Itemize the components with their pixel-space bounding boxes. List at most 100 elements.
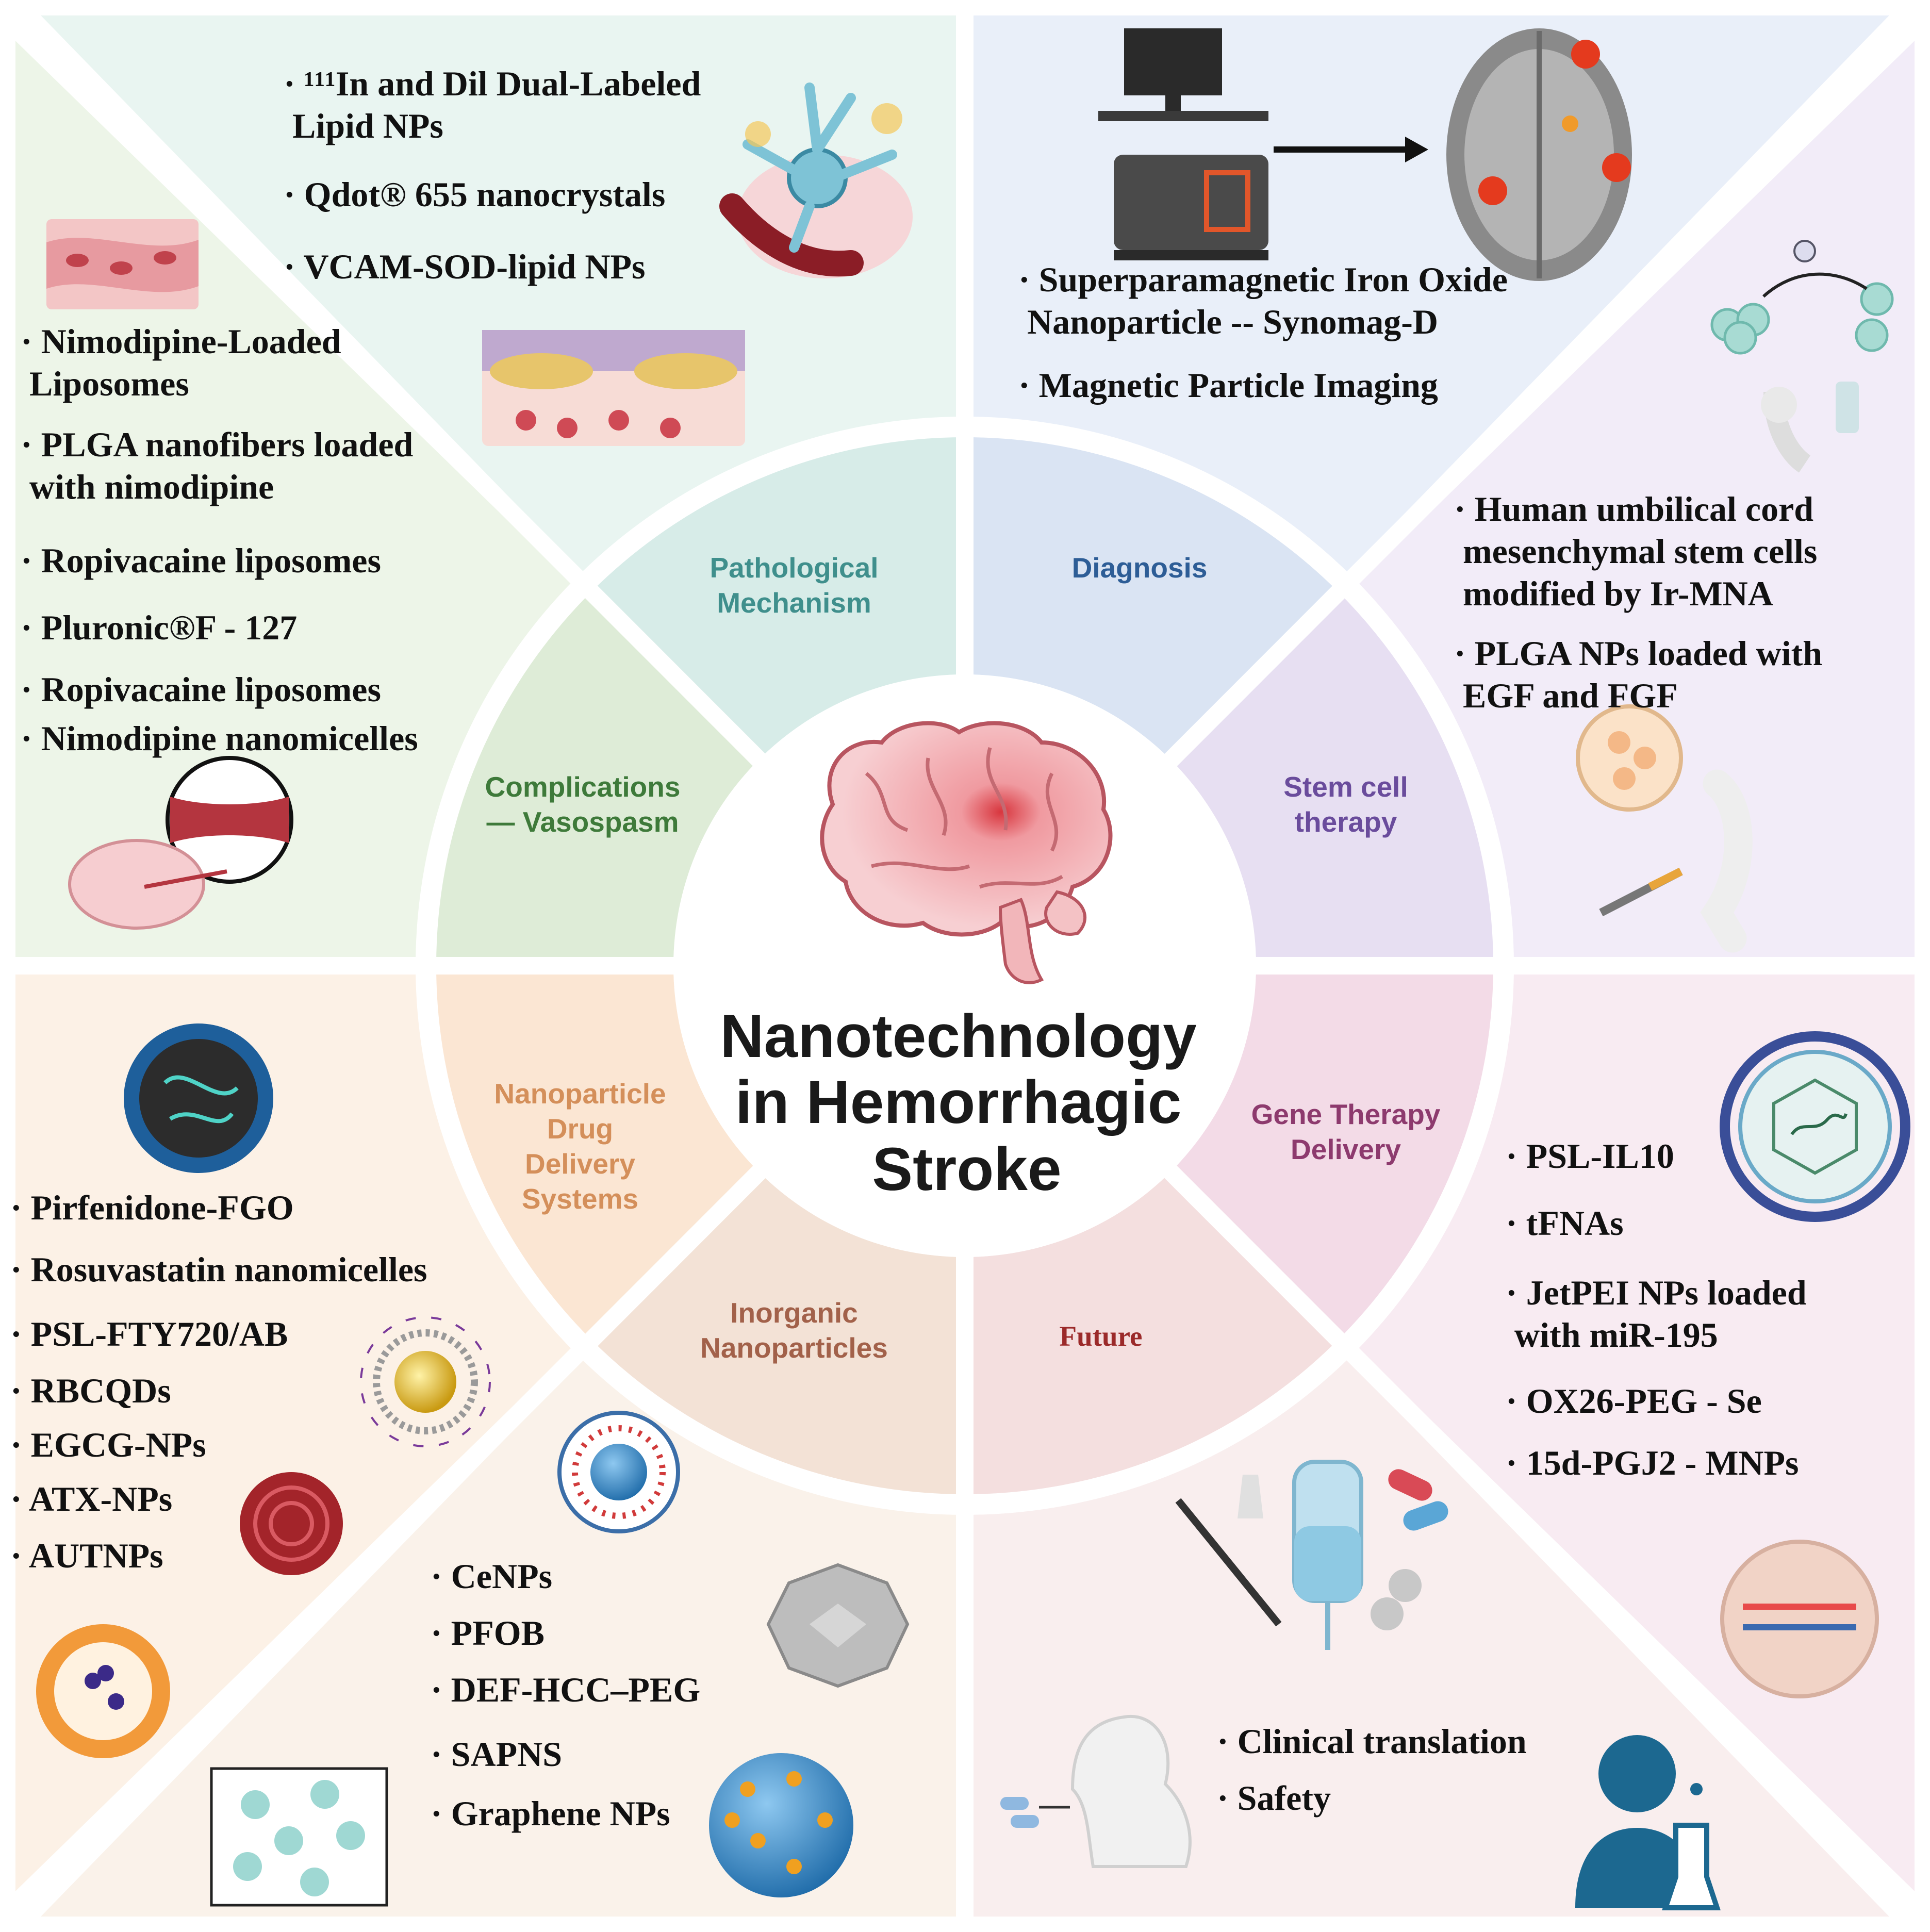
nano-drug-item: · RBCQDs [10,1371,171,1410]
pathological-item: · Qdot® 655 nanocrystals [284,175,665,214]
pathological-item: · VCAM-SOD-lipid NPs [284,247,645,286]
bullet-line: Liposomes [21,364,189,403]
bullet-line: · Magnetic Particle Imaging [1018,366,1438,405]
gene-item: · JetPEI NPs loaded with miR-195 [1506,1273,1807,1355]
inorganic-item: · DEF-HCC–PEG [431,1670,700,1709]
scientist-icon [1575,1735,1721,1910]
nano-drug-item: · AUTNPs [10,1536,163,1575]
nano-drug-item: · PSL-FTY720/AB [10,1314,288,1353]
complications-item: · PLGA nanofibers loaded with nimodipine [21,425,414,506]
virus-vector-icon [1720,1031,1910,1222]
bullet-line: · Graphene NPs [431,1794,670,1833]
bullet-line: · PSL-FTY720/AB [10,1314,288,1353]
bullet-line: mesenchymal stem cells [1454,532,1817,571]
bullet-line: with miR-195 [1506,1315,1718,1355]
blood-vessel-icon [46,219,199,309]
complications-item: · Pluronic®F - 127 [21,608,297,647]
stem-cell-injection-icon [1576,704,1753,953]
ring-label-line: Diagnosis [1072,552,1208,584]
title-line-3: Stroke [872,1135,1061,1203]
polyhedron-particle-icon [766,1563,910,1688]
bullet-line: Nanoparticle -- Synomag-D [1018,302,1438,341]
stem-item: · PLGA NPs loaded with EGF and FGF [1454,634,1822,715]
vasospasm-icon [68,756,293,930]
graphene-oxide-particle-icon [124,1023,273,1173]
ring-label-line: Drug [547,1113,613,1145]
bullet-line: · SAPNS [431,1735,562,1774]
inorganic-item: · CeNPs [431,1557,552,1596]
bullet-line: · ATX-NPs [10,1479,172,1518]
endothelium-icon [482,330,745,446]
bullet-line: · JetPEI NPs loaded [1506,1273,1807,1312]
inhaled-drug-person-icon [1000,1714,1192,1868]
bullet-line: · OX26-PEG - Se [1506,1381,1762,1421]
bullet-line: · Nimodipine-Loaded [21,322,341,361]
ring-label-line: Nanoparticle [494,1078,666,1110]
ring-outer-edge [416,417,1514,1515]
rbc-quantum-dot-icon [240,1472,343,1575]
bullet-line: · AUTNPs [10,1536,163,1575]
bullet-line: · ¹¹¹In and Dil Dual-Labeled [284,64,701,103]
ring-label-line: Gene Therapy [1251,1098,1441,1130]
gene-item: · OX26-PEG - Se [1506,1381,1762,1421]
future-item: · Clinical translation [1217,1722,1527,1761]
center-brain-icon [820,721,1113,984]
main-title: Nanotechnology in Hemorrhagic Stroke [720,1002,1213,1203]
bullet-line: · Safety [1217,1778,1331,1818]
ring-label-line: Complications [485,771,681,803]
nano-drug-item: · Rosuvastatin nanomicelles [10,1250,427,1289]
bullet-line: · Superparamagnetic Iron Oxide [1018,260,1508,299]
ring-label-line: Inorganic [730,1297,858,1329]
neuron-icon [719,82,913,278]
complications-item: · Ropivacaine liposomes [21,670,381,709]
mri-scanner-icon [1098,28,1428,260]
title-line-1: Nanotechnology [720,1002,1196,1070]
bullet-line: · Clinical translation [1217,1722,1527,1761]
gene-item: · 15d-PGJ2 - MNPs [1506,1443,1799,1482]
bullet-line: · Nimodipine nanomicelles [21,719,418,758]
title-line-2: in Hemorrhagic [735,1068,1182,1136]
ring-label-line: therapy [1295,806,1397,838]
ring-label-complications: Complications— Vasospasm [485,771,681,838]
bullet-line: · Pirfenidone-FGO [10,1188,294,1227]
bullet-line: · Ropivacaine liposomes [21,541,381,580]
dna-cell-icon [1720,1540,1879,1698]
bullet-line: · Pluronic®F - 127 [21,608,297,647]
ring-label-future: Future [1060,1320,1143,1352]
bullet-line: with nimodipine [21,467,274,506]
bullet-line: · RBCQDs [10,1371,171,1410]
particles-in-box-icon [210,1767,388,1907]
brain-scan-icon [1446,28,1632,281]
ring-label-line: Mechanism [717,587,871,619]
ring-label-line: — Vasospasm [487,806,679,838]
inorganic-item: · PFOB [431,1613,545,1653]
nano-drug-item: · EGCG-NPs [10,1425,206,1464]
bullet-line: · VCAM-SOD-lipid NPs [284,247,645,286]
bullet-line: · DEF-HCC–PEG [431,1670,700,1709]
stem-item: · Human umbilical cord mesenchymal stem … [1454,489,1817,613]
center-circle [673,674,1256,1257]
bullet-line: · EGCG-NPs [10,1425,206,1464]
complications-item: · Nimodipine nanomicelles [21,719,418,758]
gene-item: · PSL-IL10 [1506,1136,1674,1176]
bullet-line: modified by Ir-MNA [1454,574,1773,613]
pathological-item: · ¹¹¹In and Dil Dual-Labeled Lipid NPs [284,64,701,145]
bullet-line: · Ropivacaine liposomes [21,670,381,709]
inorganic-item: · SAPNS [431,1735,562,1774]
nano-drug-item: · ATX-NPs [10,1479,172,1518]
diagnosis-item: · Superparamagnetic Iron Oxide Nanoparti… [1018,260,1508,341]
panel-texts: · ¹¹¹In and Dil Dual-Labeled Lipid NPs· … [10,64,1822,1833]
liposome-antibody-icon [36,1624,170,1758]
ring-label-line: Delivery [1291,1133,1401,1165]
bullet-line: · CeNPs [431,1557,552,1596]
ring-label-line: Systems [522,1183,638,1215]
stem-cell-cycle-icon [1710,240,1894,473]
bullet-line: · PSL-IL10 [1506,1136,1674,1176]
